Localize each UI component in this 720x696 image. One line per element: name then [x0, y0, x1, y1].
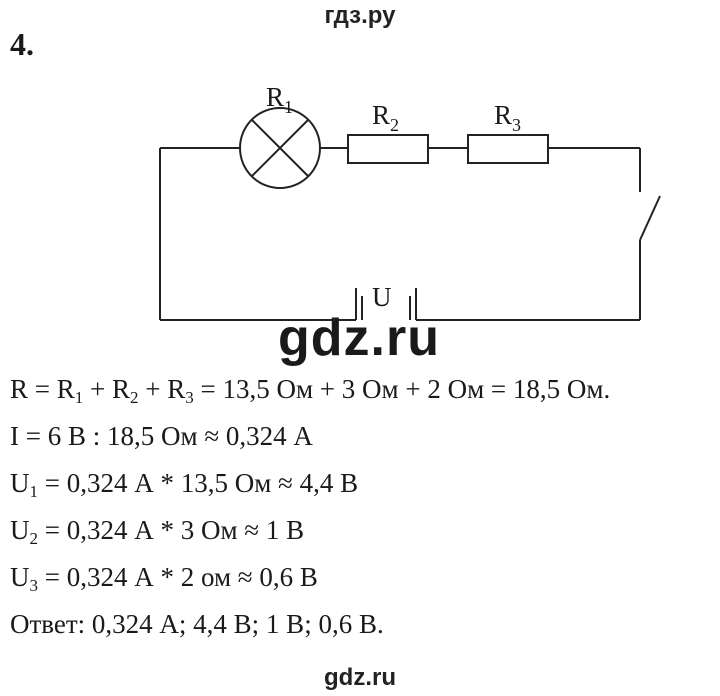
- subscript: 1: [29, 482, 39, 501]
- text-run: R = R: [10, 374, 75, 404]
- label-r1: R1: [266, 82, 293, 117]
- text-run: U: [10, 468, 30, 498]
- watermark-bottom: gdz.ru: [324, 664, 396, 691]
- solution-line: U2 = 0,324 А * 3 Ом ≈ 1 В: [10, 507, 610, 554]
- task-number: 4.: [10, 26, 34, 62]
- watermark-top: гдз.ру: [324, 2, 396, 29]
- text-run: + R: [138, 374, 186, 404]
- text-run: = 0,324 А * 13,5 Ом ≈ 4,4 В: [38, 468, 359, 498]
- watermark-middle: gdz.ru: [278, 309, 440, 367]
- text-run: U: [10, 515, 30, 545]
- solution-line: U1 = 0,324 А * 13,5 Ом ≈ 4,4 В: [10, 460, 610, 507]
- solution-text: R = R1 + R2 + R3 = 13,5 Ом + 3 Ом + 2 Ом…: [10, 366, 610, 648]
- text-run: + R: [83, 374, 130, 404]
- text-run: I = 6 В : 18,5 Ом ≈ 0,324 А: [10, 421, 313, 451]
- label-source: U: [372, 282, 392, 312]
- solution-line: I = 6 В : 18,5 Ом ≈ 0,324 А: [10, 413, 610, 460]
- solution-line: Ответ: 0,324 А; 4,4 В; 1 В; 0,6 В.: [10, 601, 610, 648]
- label-r3: R3: [494, 100, 521, 135]
- text-run: = 13,5 Ом + 3 Ом + 2 Ом = 18,5 Ом.: [193, 374, 611, 404]
- circuit-diagram: R1 R2 R3 U: [159, 82, 661, 321]
- subscript: 3: [185, 388, 194, 407]
- resistor-r2: [347, 134, 429, 164]
- subscript: 3: [29, 576, 39, 595]
- lamp-icon: [239, 107, 321, 189]
- text-run: = 0,324 А * 3 Ом ≈ 1 В: [38, 515, 305, 545]
- resistor-r3: [467, 134, 549, 164]
- solution-line: U3 = 0,324 А * 2 ом ≈ 0,6 В: [10, 554, 610, 601]
- text-run: Ответ: 0,324 А; 4,4 В; 1 В; 0,6 В.: [10, 609, 384, 639]
- switch-icon: [639, 195, 661, 241]
- subscript: 2: [29, 529, 39, 548]
- text-run: U: [10, 562, 30, 592]
- subscript: 1: [74, 388, 84, 407]
- text-run: = 0,324 А * 2 ом ≈ 0,6 В: [38, 562, 318, 592]
- subscript: 2: [130, 388, 139, 407]
- label-r2: R2: [372, 100, 399, 135]
- solution-line: R = R1 + R2 + R3 = 13,5 Ом + 3 Ом + 2 Ом…: [10, 366, 610, 413]
- lamp-cross-2: [251, 119, 309, 177]
